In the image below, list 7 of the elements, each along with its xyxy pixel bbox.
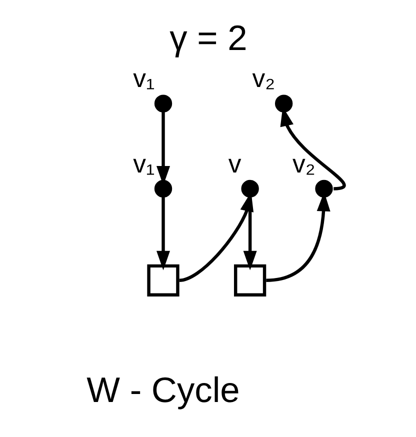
node-label: v₁	[132, 150, 154, 178]
diagram-title: γ = 2	[169, 18, 247, 58]
node-label: v₂	[252, 65, 275, 94]
node-label: v₁	[132, 65, 154, 94]
node-label: v₂	[292, 150, 315, 178]
caption: W - Cycle	[86, 370, 240, 410]
node-label: v	[228, 150, 241, 178]
